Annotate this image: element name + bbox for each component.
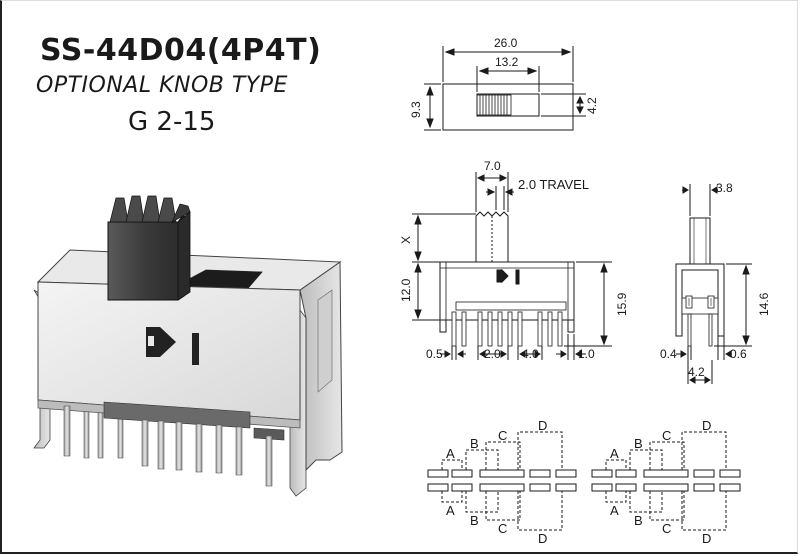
schematic-right-label-b-bottom: B <box>634 513 643 528</box>
dim-knob-height-x: X <box>399 236 413 244</box>
dim-front-pin-height: 15.9 <box>615 292 629 316</box>
schematic-left-label-c-top: C <box>498 428 507 443</box>
dim-pin-row-spacing: 4.2 <box>688 365 705 379</box>
schematic-right-label-b-top: B <box>634 436 643 451</box>
dim-knob-window-width: 13.2 <box>495 55 519 69</box>
circuit-schematic-right <box>591 431 741 531</box>
dim-pin-span: 4.0 <box>522 347 539 361</box>
schematic-left-label-d-bottom: D <box>538 531 547 546</box>
circuit-schematic-labels-left: A B C D A B C D <box>446 418 547 546</box>
top-view <box>424 46 586 131</box>
dim-leg-width: 1.0 <box>578 347 595 361</box>
front-view <box>412 172 612 360</box>
schematic-left-label-c-bottom: C <box>498 521 507 536</box>
schematic-right-label-a-bottom: A <box>610 503 619 518</box>
schematic-left-label-a-top: A <box>446 446 455 461</box>
dim-front-knob-width: 7.0 <box>484 159 501 173</box>
schematic-left-label-a-bottom: A <box>446 503 455 518</box>
top-view-knob-hatch <box>476 94 512 116</box>
schematic-right-label-d-top: D <box>702 418 711 433</box>
schematic-left-label-b-top: B <box>470 436 479 451</box>
dim-top-knob-height: 4.2 <box>585 97 599 114</box>
model-code: G 2-15 <box>128 107 216 137</box>
schematic-left-label-b-bottom: B <box>470 513 479 528</box>
schematic-right-label-d-bottom: D <box>702 531 711 546</box>
dim-side-pin-height: 14.6 <box>757 292 771 316</box>
dim-overall-width: 26.0 <box>494 36 518 50</box>
dim-side-knob-thickness: 3.8 <box>716 181 733 195</box>
dim-side-pin-thickness: 0.4 <box>660 347 677 361</box>
knob-type-subtitle: OPTIONAL KNOB TYPE <box>36 73 288 98</box>
dim-front-body-height: 12.0 <box>399 278 413 302</box>
model-title: SS-44D04(4P4T) <box>40 33 322 68</box>
dim-pin-thickness: 0.5 <box>426 347 443 361</box>
schematic-right-label-c-bottom: C <box>662 521 671 536</box>
illustration-pins-front <box>63 405 273 487</box>
position-marker-icon <box>146 327 199 365</box>
dim-side-leg-thickness: 0.6 <box>730 347 747 361</box>
side-view <box>675 184 752 384</box>
circuit-schematic-left <box>427 431 577 531</box>
switch-illustration <box>33 195 343 497</box>
schematic-left-label-d-top: D <box>538 418 547 433</box>
illustration-knob <box>107 195 191 301</box>
dim-travel: 2.0 TRAVEL <box>518 177 589 192</box>
front-view-pins <box>451 311 563 347</box>
dim-pin-pitch: 2.0 <box>484 347 501 361</box>
schematic-right-label-a-top: A <box>610 446 619 461</box>
dim-body-height: 9.3 <box>409 101 423 118</box>
circuit-schematic-labels-right: A B C D A B C D <box>610 418 711 546</box>
schematic-right-label-c-top: C <box>662 428 671 443</box>
